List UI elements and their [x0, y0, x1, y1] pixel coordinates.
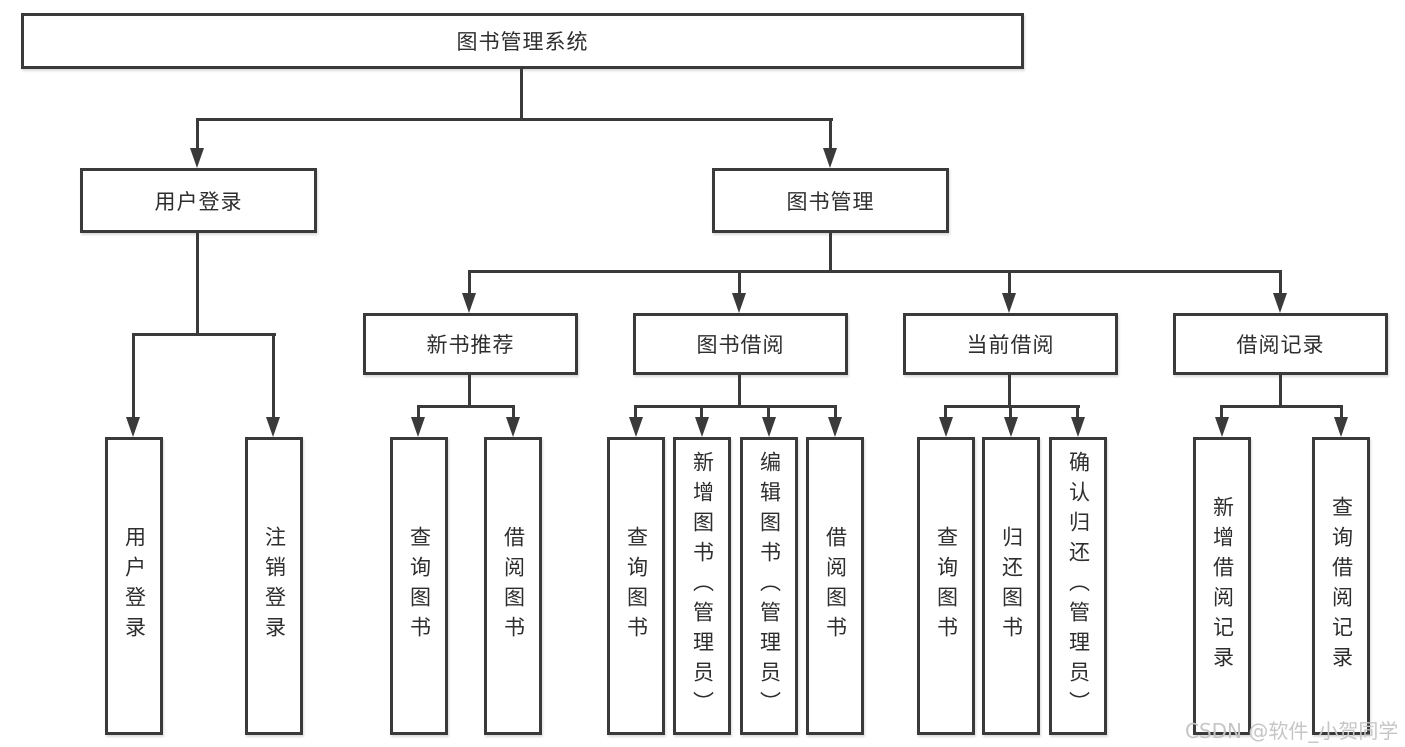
connector-line — [1009, 405, 1012, 419]
arrow-down-icon — [266, 417, 280, 437]
connector-line — [634, 405, 837, 408]
leaf-edit-book-admin-label: 编辑图书（管理员） — [757, 451, 782, 721]
leaf-user-login-label: 用户登录 — [122, 526, 147, 646]
connector-line — [700, 405, 703, 419]
node-borrow-records-label: 借阅记录 — [1236, 333, 1325, 357]
arrow-down-icon — [1273, 293, 1287, 313]
leaf-return-book-label: 归还图书 — [999, 526, 1024, 646]
leaf-borrow-books-recommend-label: 借阅图书 — [501, 526, 526, 646]
arrow-down-icon — [506, 417, 520, 437]
arrow-down-icon — [1334, 417, 1348, 437]
leaf-add-borrow-record: 新增借阅记录 — [1193, 437, 1251, 735]
leaf-query-books-recommend: 查询图书 — [390, 437, 448, 735]
node-book-borrow: 图书借阅 — [633, 313, 848, 375]
connector-line — [468, 270, 471, 295]
connector-line — [829, 231, 832, 273]
connector-line — [417, 405, 515, 408]
leaf-query-books-current: 查询图书 — [917, 437, 975, 735]
connector-line — [512, 405, 515, 419]
connector-line — [1008, 373, 1011, 408]
connector-line — [196, 118, 199, 149]
node-new-book-recommend: 新书推荐 — [363, 313, 578, 375]
leaf-confirm-return-admin-label: 确认归还（管理员） — [1066, 451, 1091, 721]
connector-line — [1340, 405, 1343, 419]
arrow-down-icon — [695, 417, 709, 437]
connector-line — [468, 270, 1282, 273]
connector-line — [738, 373, 741, 408]
leaf-add-book-admin: 新增图书（管理员） — [673, 437, 731, 735]
node-root: 图书管理系统 — [21, 13, 1024, 69]
arrow-down-icon — [411, 417, 425, 437]
leaf-query-borrow-record: 查询借阅记录 — [1312, 437, 1370, 735]
connector-line — [1279, 270, 1282, 295]
leaf-add-book-admin-label: 新增图书（管理员） — [690, 451, 715, 721]
arrow-down-icon — [1071, 417, 1085, 437]
connector-line — [1220, 405, 1343, 408]
connector-line — [834, 405, 837, 419]
leaf-query-books-borrow: 查询图书 — [607, 437, 665, 735]
arrow-down-icon — [190, 148, 204, 168]
connector-line — [1076, 405, 1079, 419]
arrow-down-icon — [462, 293, 476, 313]
connector-line — [1220, 405, 1223, 419]
watermark-text: CSDN @软件_小贺同学 — [1185, 719, 1399, 743]
leaf-logout-label: 注销登录 — [262, 526, 287, 646]
connector-line — [468, 373, 471, 408]
leaf-borrow-books-recommend: 借阅图书 — [484, 437, 542, 735]
leaf-borrow-books-label: 借阅图书 — [823, 526, 848, 646]
connector-line — [738, 270, 741, 295]
leaf-logout: 注销登录 — [245, 437, 303, 735]
leaf-borrow-books: 借阅图书 — [806, 437, 864, 735]
connector-line — [944, 405, 1080, 408]
connector-line — [944, 405, 947, 419]
arrow-down-icon — [939, 417, 953, 437]
connector-line — [196, 231, 199, 336]
node-book-management-label: 图书管理 — [786, 189, 875, 214]
node-current-borrow-label: 当前借阅 — [966, 333, 1055, 357]
arrow-down-icon — [823, 148, 837, 168]
connector-line — [634, 405, 637, 419]
connector-line — [417, 405, 420, 419]
leaf-edit-book-admin: 编辑图书（管理员） — [740, 437, 798, 735]
leaf-add-borrow-record-label: 新增借阅记录 — [1210, 496, 1235, 676]
arrow-down-icon — [732, 293, 746, 313]
node-user-login-label: 用户登录 — [154, 189, 243, 214]
connector-line — [132, 333, 135, 418]
connector-line — [132, 333, 276, 336]
node-book-management: 图书管理 — [712, 168, 949, 233]
connector-line — [1279, 373, 1282, 408]
arrow-down-icon — [1215, 417, 1229, 437]
connector-line — [767, 405, 770, 419]
connector-line — [196, 118, 833, 121]
connector-line — [272, 333, 275, 418]
leaf-query-books-current-label: 查询图书 — [934, 526, 959, 646]
leaf-query-books-recommend-label: 查询图书 — [407, 526, 432, 646]
connector-line — [1008, 270, 1011, 295]
arrow-down-icon — [1004, 417, 1018, 437]
node-new-book-recommend-label: 新书推荐 — [426, 333, 515, 357]
leaf-query-books-borrow-label: 查询图书 — [624, 526, 649, 646]
node-current-borrow: 当前借阅 — [903, 313, 1118, 375]
arrow-down-icon — [828, 417, 842, 437]
connector-line — [520, 69, 523, 121]
leaf-query-borrow-record-label: 查询借阅记录 — [1329, 496, 1354, 676]
node-borrow-records: 借阅记录 — [1173, 313, 1388, 375]
node-user-login: 用户登录 — [80, 168, 317, 233]
leaf-return-book: 归还图书 — [982, 437, 1040, 735]
leaf-confirm-return-admin: 确认归还（管理员） — [1049, 437, 1107, 735]
node-root-label: 图书管理系统 — [456, 30, 589, 54]
leaf-user-login: 用户登录 — [105, 437, 163, 735]
arrow-down-icon — [629, 417, 643, 437]
arrow-down-icon — [1002, 293, 1016, 313]
arrow-down-icon — [762, 417, 776, 437]
node-book-borrow-label: 图书借阅 — [696, 333, 785, 357]
arrow-down-icon — [126, 417, 140, 437]
connector-line — [829, 118, 832, 149]
